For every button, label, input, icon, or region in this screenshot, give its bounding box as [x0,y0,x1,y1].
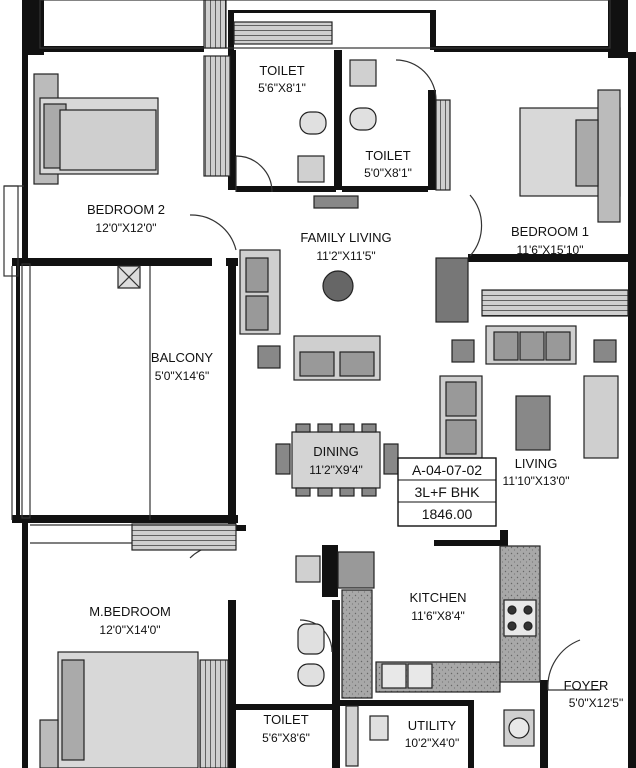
bedroom2-size: 12'0"X12'0" [95,221,156,235]
furniture [33,0,629,768]
living-name: LIVING [515,456,558,471]
toilet-top-left-name: TOILET [259,63,304,78]
bedroom1-size: 11'6"X15'10" [517,243,584,257]
foyer-size: 5'0"X12'5" [569,696,623,710]
kitchen-name: KITCHEN [409,590,466,605]
room-labels: TOILET 5'6"X8'1" TOILET 5'0"X8'1" BEDROO… [87,63,623,750]
balcony-name: BALCONY [151,350,213,365]
unit-type: 3L+F BHK [415,484,481,500]
unit-area: 1846.00 [422,506,473,522]
unit-code: A-04-07-02 [412,462,482,478]
family-living-name: FAMILY LIVING [300,230,391,245]
utility-size: 10'2"X4'0" [405,736,459,750]
utility-name: UTILITY [408,718,457,733]
toilet-top-right-name: TOILET [365,148,410,163]
living-size: 11'10"X13'0" [503,474,570,488]
dining-size: 11'2"X9'4" [309,463,363,477]
m-bedroom-size: 12'0"X14'0" [99,623,160,637]
foyer-name: FOYER [564,678,609,693]
kitchen-size: 11'6"X8'4" [411,609,465,623]
toilet-bottom-name: TOILET [263,712,308,727]
bedroom2-name: BEDROOM 2 [87,202,165,217]
toilet-bottom-size: 5'6"X8'6" [262,731,310,745]
toilet-top-left-size: 5'6"X8'1" [258,81,306,95]
walls [12,0,636,768]
family-living-size: 11'2"X11'5" [316,249,375,263]
m-bedroom-name: M.BEDROOM [89,604,171,619]
balcony-size: 5'0"X14'6" [155,369,209,383]
bedroom1-name: BEDROOM 1 [511,224,589,239]
toilet-top-right-size: 5'0"X8'1" [364,166,412,180]
unit-info-box: A-04-07-02 3L+F BHK 1846.00 [397,457,497,527]
dining-name: DINING [313,444,359,459]
